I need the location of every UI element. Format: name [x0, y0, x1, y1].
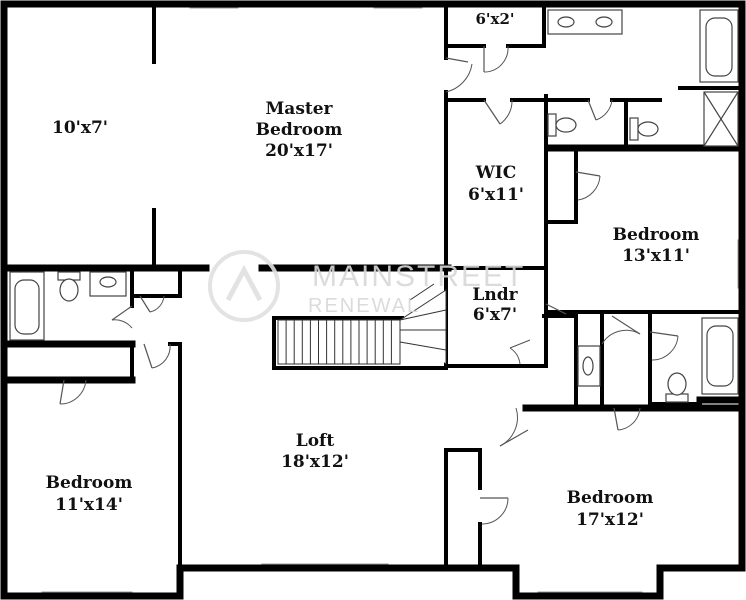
loft-name: Loft	[296, 431, 335, 451]
laundry-name: Lndr	[472, 285, 518, 305]
staircase	[277, 283, 447, 365]
room-10x7-dim: 10'x7'	[52, 118, 108, 138]
bedroom-sw-name: Bedroom	[46, 473, 133, 493]
bedroom-se-name: Bedroom	[567, 488, 654, 508]
master-bedroom-dim: 20'x17'	[265, 141, 333, 161]
wic-name: WIC	[475, 163, 517, 183]
master-bedroom-line2: Bedroom	[256, 120, 343, 140]
laundry-dim: 6'x7'	[473, 305, 517, 325]
loft-dim: 18'x12'	[281, 452, 349, 472]
watermark-line1: MAINSTREET	[312, 260, 525, 293]
watermark: MAINSTREET RENEWAL	[208, 250, 525, 322]
fixtures	[9, 9, 739, 403]
bedroom-ne-name: Bedroom	[613, 225, 700, 245]
closet-6x2-dim: 6'x2'	[475, 10, 514, 28]
doors	[59, 45, 679, 525]
bedroom-sw-dim: 11'x14'	[55, 495, 123, 515]
bedroom-ne-dim: 13'x11'	[622, 246, 690, 266]
room-labels: 10'x7' Master Bedroom 20'x17' 6'x2' WIC …	[46, 10, 700, 530]
bedroom-se-dim: 17'x12'	[576, 510, 644, 530]
master-bedroom-line1: Master	[265, 99, 333, 119]
wic-dim: 6'x11'	[468, 185, 524, 205]
watermark-line2: RENEWAL	[308, 295, 420, 317]
